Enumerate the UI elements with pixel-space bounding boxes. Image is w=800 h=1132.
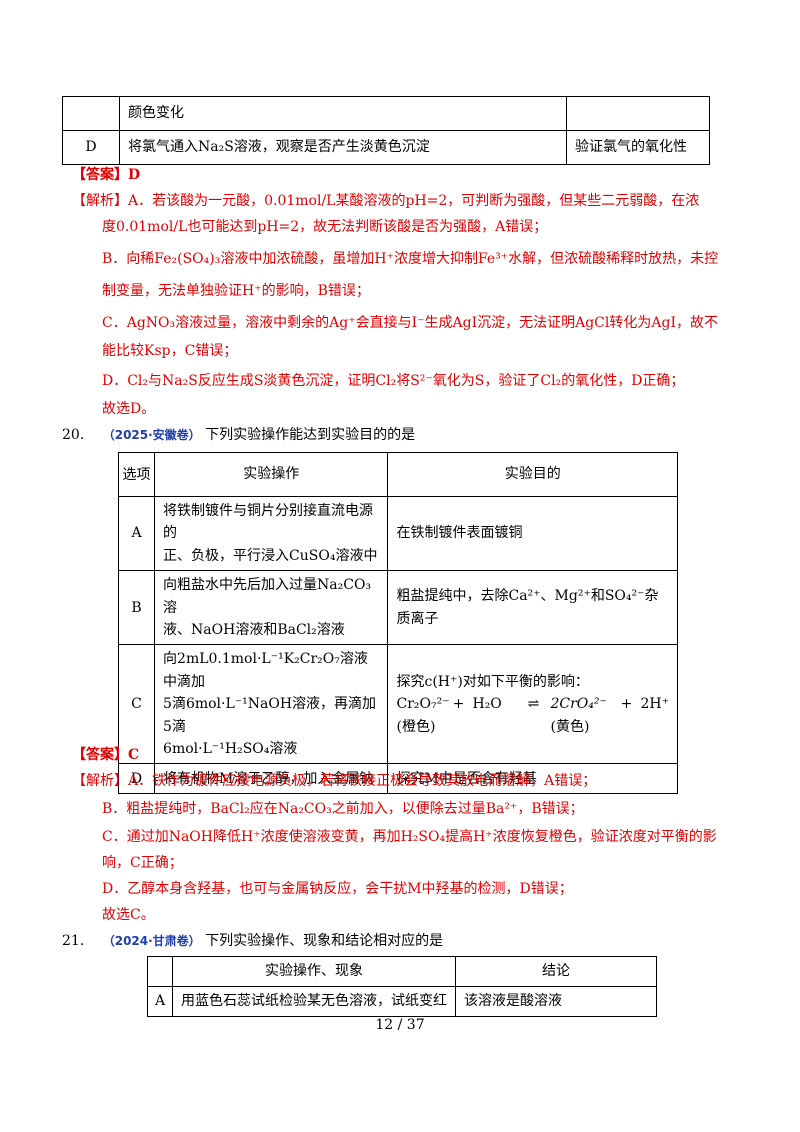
analysis-line: D．Cl₂与Na₂S反应生成S淡黄色沉淀，证明Cl₂将S²⁻氧化为S，验证了Cl… xyxy=(102,373,685,389)
eq-plus: + xyxy=(620,696,633,713)
cell-line: 在铁制镀件表面镀铜 xyxy=(396,525,523,542)
question-number: 21. xyxy=(62,933,85,949)
analysis-line: 【解析】A．铁作为镀件应接电源负极，若将铁接正极会导致其放电而溶解，A错误； xyxy=(72,773,597,789)
table-cell: 颜色变化 xyxy=(119,96,567,131)
table-cell: 用蓝色石蕊试纸检验某无色溶液，试纸变红 xyxy=(172,986,456,1017)
table-row-label: D xyxy=(62,130,120,165)
cell-line: 正、负极，平行浸入CuSO₄溶液中 xyxy=(163,547,378,564)
eq-arrow: ⇌ xyxy=(527,696,540,713)
table-header xyxy=(147,956,173,987)
table-row: D 将有机物M溶于乙醇，加入金属钠 探究M中是否含有羟基 xyxy=(117,763,678,795)
eq-plus: + xyxy=(452,696,465,713)
table-cell: 将铁制镀件与铜片分别接直流电源的 正、负极，平行浸入CuSO₄溶液中 xyxy=(154,495,389,572)
analysis-line: B．向稀Fe₂(SO₄)₃溶液中加浓硫酸，虽增加H⁺浓度增大抑制Fe³⁺水解，但… xyxy=(102,251,719,267)
analysis-line: 故选D。 xyxy=(102,401,156,417)
prev-question-table: 颜色变化 D 将氯气通入Na₂S溶液，观察是否产生淡黄色沉淀 验证氯气的氧化性 xyxy=(62,96,710,165)
answer-label: 【答案】C xyxy=(72,747,140,763)
table-row-label: A xyxy=(147,986,173,1017)
eq-term: Cr₂O₇²⁻ xyxy=(396,696,450,713)
cell-line: 向2mL0.1mol·L⁻¹K₂Cr₂O₇溶液中滴加 xyxy=(163,651,368,690)
table-cell: 向粗盐水中先后加入过量Na₂CO₃溶 液、NaOH溶液和BaCl₂溶液 xyxy=(154,570,389,646)
eq-term: 2H⁺ xyxy=(640,696,669,713)
table-header: 实验目的 xyxy=(387,452,678,497)
table-row-label: B xyxy=(117,570,156,646)
page-number: 12 / 37 xyxy=(375,1017,425,1033)
table-row: B 向粗盐水中先后加入过量Na₂CO₃溶 液、NaOH溶液和BaCl₂溶液 粗盐… xyxy=(117,570,678,646)
q20-table: 选项 实验操作 实验目的 A 将铁制镀件与铜片分别接直流电源的 正、负极，平行浸… xyxy=(117,452,678,795)
eq-term: H₂O xyxy=(472,696,502,713)
table-cell: 向2mL0.1mol·L⁻¹K₂Cr₂O₇溶液中滴加 5滴6mol·L⁻¹NaO… xyxy=(154,644,389,765)
table-cell: 该溶液是酸溶液 xyxy=(455,986,657,1017)
table-header: 选项 xyxy=(117,452,156,497)
table-cell-empty xyxy=(566,96,710,131)
equilibrium-equation: Cr₂O₇²⁻ + H₂O ⇌ 2CrO₄²⁻ + 2H⁺ xyxy=(396,693,669,715)
question-heading: 20. （2025·安徽卷） 下列实验操作能达到实验目的的是 xyxy=(62,424,415,446)
question-number: 20. xyxy=(62,427,85,443)
analysis-line: D．乙醇本身含羟基，也可与金属钠反应，会干扰M中羟基的检测，D错误； xyxy=(102,881,573,897)
table-cell: 验证氯气的氧化性 xyxy=(566,130,710,165)
analysis-line: C．AgNO₃溶液过量，溶液中剩余的Ag⁺会直接与I⁻生成AgI沉淀，无法证明A… xyxy=(102,315,718,331)
table-cell: 将有机物M溶于乙醇，加入金属钠 xyxy=(154,763,389,795)
table-cell-empty xyxy=(62,96,120,131)
cell-line: 向粗盐水中先后加入过量Na₂CO₃溶 xyxy=(163,577,372,616)
table-header: 实验操作、现象 xyxy=(172,956,456,987)
cell-line: 将有机物M溶于乙醇，加入金属钠 xyxy=(163,770,374,787)
cell-line: 粗盐提纯中，去除Ca²⁺、Mg²⁺和SO₄²⁻杂 xyxy=(396,588,659,605)
cell-line: 探究M中是否含有羟基 xyxy=(396,770,537,787)
q21-table: 实验操作、现象 结论 A 用蓝色石蕊试纸检验某无色溶液，试纸变红 该溶液是酸溶液 xyxy=(147,956,657,1017)
question-source: （2025·安徽卷） xyxy=(102,428,201,442)
table-row: A 将铁制镀件与铜片分别接直流电源的 正、负极，平行浸入CuSO₄溶液中 在铁制… xyxy=(117,495,678,572)
color-note: (橙色) xyxy=(396,718,436,735)
question-heading: 21. （2024·甘肃卷） 下列实验操作、现象和结论相对应的是 xyxy=(62,930,443,952)
eq-term: 2CrO₄²⁻ xyxy=(550,696,607,713)
table-header: 实验操作 xyxy=(154,452,389,497)
cell-line: 5滴6mol·L⁻¹NaOH溶液，再滴加5滴 xyxy=(163,696,377,735)
table-row: C 向2mL0.1mol·L⁻¹K₂Cr₂O₇溶液中滴加 5滴6mol·L⁻¹N… xyxy=(117,644,678,765)
analysis-line: 度0.01mol/L也可能达到pH=2，故无法判断该酸是否为强酸，A错误； xyxy=(102,219,548,235)
question-source: （2024·甘肃卷） xyxy=(102,934,201,948)
analysis-line: 能比较Ksp，C错误； xyxy=(102,343,238,359)
table-cell: 探究M中是否含有羟基 xyxy=(387,763,678,795)
cell-line: 质离子 xyxy=(396,610,439,627)
analysis-line: 响，C正确； xyxy=(102,855,183,871)
cell-line: 探究c(H⁺)对如下平衡的影响： xyxy=(396,673,589,690)
table-cell: 粗盐提纯中，去除Ca²⁺、Mg²⁺和SO₄²⁻杂 质离子 xyxy=(387,570,678,646)
analysis-line: 故选C。 xyxy=(102,907,155,923)
question-stem: 下列实验操作能达到实验目的的是 xyxy=(205,427,416,443)
table-row: A 用蓝色石蕊试纸检验某无色溶液，试纸变红 该溶液是酸溶液 xyxy=(147,986,657,1017)
analysis-line: C．通过加NaOH降低H⁺浓度使溶液变黄，再加H₂SO₄提高H⁺浓度恢复橙色，验… xyxy=(102,829,717,845)
table-cell: 将氯气通入Na₂S溶液，观察是否产生淡黄色沉淀 xyxy=(119,130,567,165)
analysis-line: B．粗盐提纯时，BaCl₂应在Na₂CO₃之前加入，以便除去过量Ba²⁺，B错误… xyxy=(102,801,584,817)
cell-line: 6mol·L⁻¹H₂SO₄溶液 xyxy=(163,740,298,757)
table-row-label: C xyxy=(117,644,156,765)
analysis-line: 制变量，无法单独验证H⁺的影响，B错误； xyxy=(102,283,370,299)
table-row-label: A xyxy=(117,495,156,572)
question-stem: 下列实验操作、现象和结论相对应的是 xyxy=(205,933,444,949)
table-header: 结论 xyxy=(455,956,657,987)
table-cell: 探究c(H⁺)对如下平衡的影响： Cr₂O₇²⁻ + H₂O ⇌ 2CrO₄²⁻… xyxy=(387,644,678,765)
analysis-line: 【解析】A．若该酸为一元酸，0.01mol/L某酸溶液的pH=2，可判断为强酸，… xyxy=(72,193,700,209)
cell-line: 将铁制镀件与铜片分别接直流电源的 xyxy=(163,503,374,542)
cell-line: 液、NaOH溶液和BaCl₂溶液 xyxy=(163,621,345,638)
answer-label: 【答案】D xyxy=(72,167,141,183)
color-note: (黄色) xyxy=(550,718,590,735)
table-cell: 在铁制镀件表面镀铜 xyxy=(387,495,678,572)
color-notes: (橙色) (黄色) xyxy=(396,716,669,738)
